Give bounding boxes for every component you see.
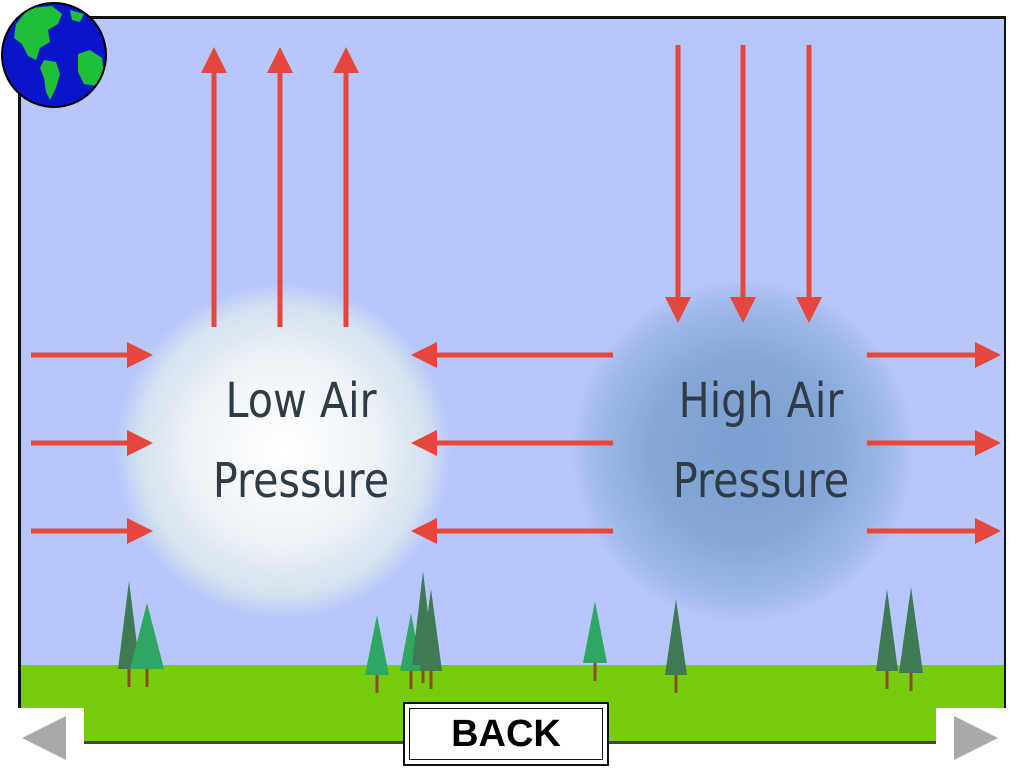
left-arrow-icon [22, 716, 66, 760]
sinking-air-arrow [796, 45, 822, 323]
high-pressure-label-line1: High Air [678, 373, 844, 429]
previous-button[interactable] [14, 708, 84, 768]
outflow-to-low-arrow [411, 342, 613, 368]
back-button[interactable]: BACK [403, 702, 609, 766]
inflow-arrow [31, 342, 153, 368]
tree [899, 587, 923, 691]
sinking-air-arrow [665, 45, 691, 323]
rising-air-arrow [267, 47, 293, 327]
trees [118, 571, 923, 693]
back-button-label: BACK [409, 708, 603, 760]
sinking-air-arrow [730, 45, 756, 323]
airflow-arrows [31, 45, 1001, 544]
low-pressure-area [115, 283, 451, 619]
inflow-arrow [31, 430, 153, 456]
low-pressure-label-line1: Low Air [225, 373, 377, 429]
high-pressure-area [571, 279, 915, 623]
tree [876, 589, 898, 689]
rising-air-arrow [333, 47, 359, 327]
tree [365, 615, 389, 693]
low-pressure-label-line2: Pressure [212, 453, 390, 509]
high-pressure-label: High Air Pressure [623, 361, 898, 521]
right-arrow-icon [954, 716, 998, 760]
next-button[interactable] [936, 708, 1006, 768]
outflow-arrow [867, 518, 1001, 544]
low-pressure-label: Low Air Pressure [163, 361, 438, 521]
outflow-arrow [867, 342, 1001, 368]
tree [583, 601, 607, 681]
pressure-diagram [21, 19, 1004, 741]
inflow-arrow [31, 518, 153, 544]
globe-icon [1, 2, 107, 108]
outflow-arrow [867, 430, 1001, 456]
tree [130, 603, 164, 687]
high-pressure-label-line2: Pressure [672, 453, 850, 509]
outflow-to-low-arrow [411, 518, 613, 544]
tree [118, 581, 140, 687]
tree [420, 589, 442, 689]
diagram-frame: Low Air Pressure High Air Pressure [18, 16, 1006, 744]
tree [665, 599, 687, 693]
rising-air-arrow [201, 47, 227, 327]
outflow-to-low-arrow [411, 430, 613, 456]
